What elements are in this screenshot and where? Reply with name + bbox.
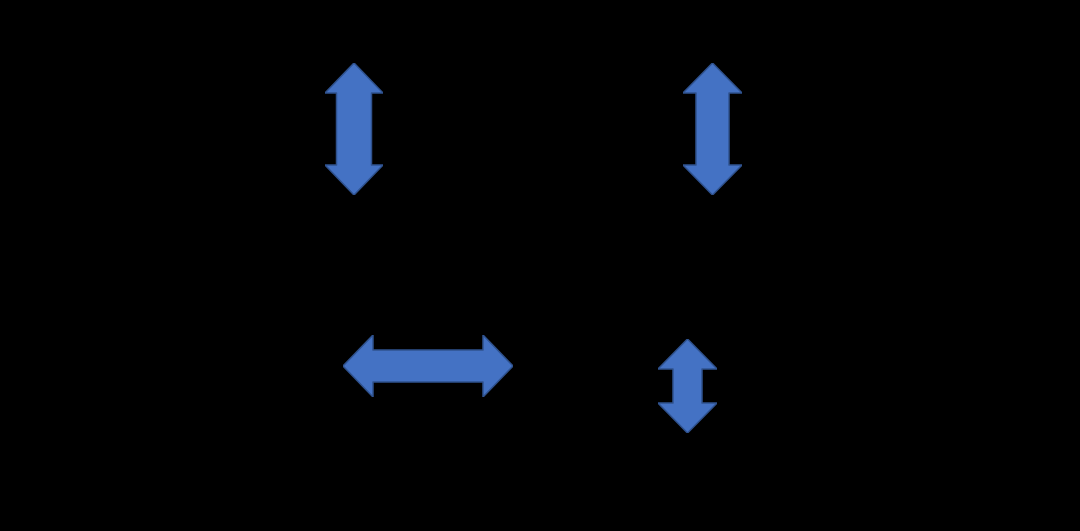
up-down-double-arrow-bottom-middle-icon (658, 339, 717, 433)
up-down-double-arrow-top-left-shape (325, 63, 383, 195)
up-down-double-arrow-bottom-middle-shape (658, 339, 717, 433)
left-right-double-arrow-bottom-left-icon (343, 335, 513, 397)
up-down-double-arrow-top-left-icon (325, 63, 383, 195)
up-down-double-arrow-top-right-icon (683, 63, 742, 195)
up-down-double-arrow-top-right-shape (683, 63, 742, 195)
left-right-double-arrow-bottom-left-shape (343, 335, 513, 397)
